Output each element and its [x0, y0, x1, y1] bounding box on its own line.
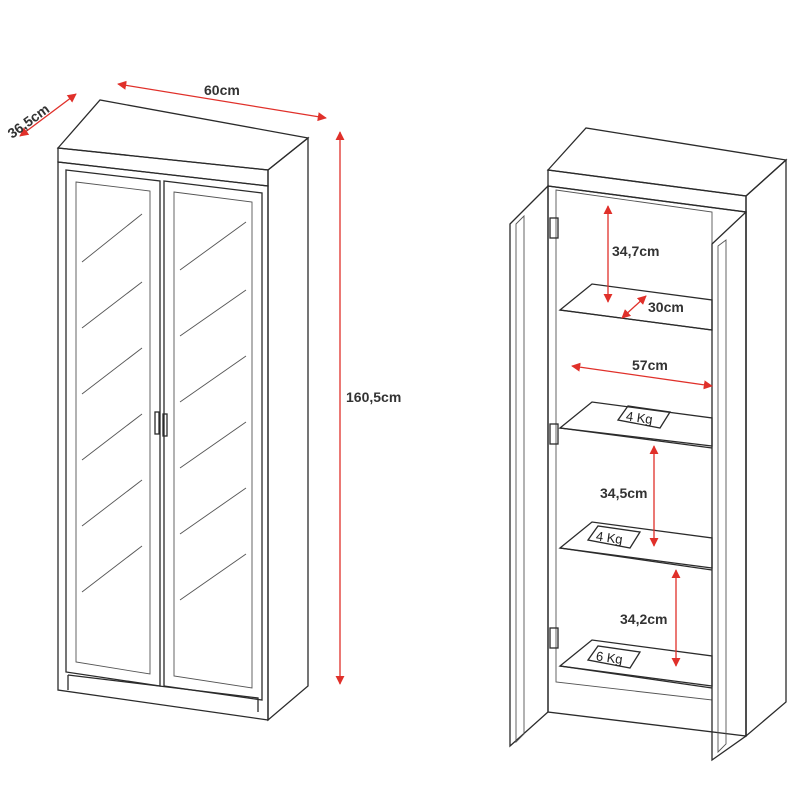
cabinet-plinth	[67, 674, 259, 712]
shelf-3	[558, 521, 713, 569]
glass-reflection-lines-right	[179, 221, 247, 601]
weight-label-bottom-shelf: 6 Kg	[595, 648, 624, 667]
left-door-handle	[154, 411, 160, 435]
bottom-compartment-label: 34,2cm	[620, 611, 667, 627]
weight-label-shelf-3: 4 Kg	[595, 528, 624, 547]
open-cabinet-carcass	[547, 185, 747, 737]
cabinet-right-side	[267, 136, 309, 722]
cabinet-top-edge	[57, 147, 269, 187]
open-cabinet-top-edge	[547, 169, 747, 213]
shelf-depth-label: 30cm	[648, 299, 684, 315]
weight-tag-shelf-3: 4 Kg	[586, 525, 642, 549]
weight-label-shelf-2: 4 Kg	[625, 408, 654, 427]
inner-width-label: 57cm	[632, 357, 668, 373]
right-door-glass	[173, 191, 253, 689]
middle-compartment-label: 34,5cm	[600, 485, 647, 501]
left-door	[65, 169, 161, 687]
open-cabinet-drawing: 4 Kg 4 Kg 6 Kg 34,7cm 30cm 57cm 34,5cm 3…	[509, 127, 788, 762]
weight-tag-bottom-shelf: 6 Kg	[586, 645, 642, 669]
depth-label: 36,5cm	[4, 101, 52, 142]
depth-dimension-line	[19, 93, 77, 137]
width-label: 60cm	[204, 82, 240, 98]
shelf-depth-dimension-line	[621, 295, 647, 319]
cabinet-top-surface	[56, 99, 310, 171]
height-label: 160,5cm	[346, 389, 401, 405]
left-door-glass	[75, 181, 151, 675]
open-cabinet-right-side	[745, 158, 787, 738]
cabinet-front	[57, 161, 269, 721]
closed-cabinet-drawing: 36,5cm 60cm 160,5cm	[4, 80, 401, 722]
right-door	[163, 180, 263, 701]
open-right-door	[711, 210, 747, 762]
right-door-handle	[162, 413, 168, 437]
glass-reflection-lines-left	[81, 213, 143, 593]
shelf-2	[558, 401, 713, 447]
weight-tag-shelf-2: 4 Kg	[616, 405, 672, 429]
hinge-icon	[549, 217, 559, 649]
open-left-door	[509, 184, 549, 748]
width-dimension-line	[117, 80, 327, 122]
bottom-shelf	[558, 639, 713, 687]
shelf-1	[558, 283, 713, 331]
inner-width-dimension-line	[571, 362, 713, 390]
top-compartment-label: 34,7cm	[612, 243, 659, 259]
